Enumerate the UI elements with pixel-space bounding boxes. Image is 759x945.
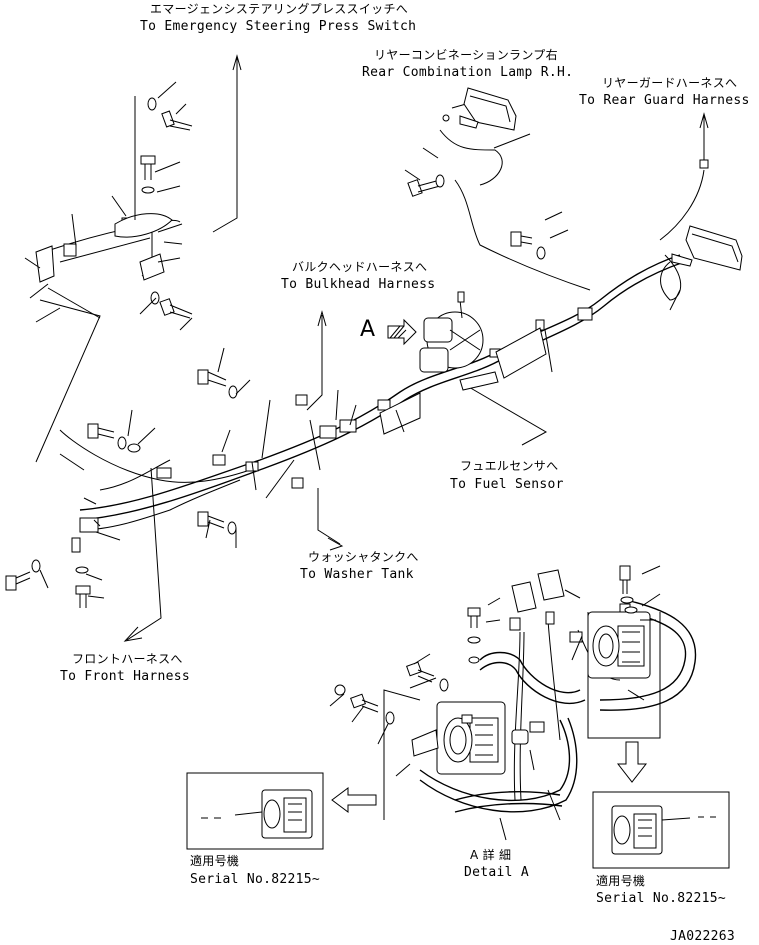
inset-left [186, 772, 324, 850]
fuel-sensor-label-en: To Fuel Sensor [450, 477, 564, 492]
rear-guard-label-en: To Rear Guard Harness [579, 93, 750, 108]
view-a-arrow [387, 318, 417, 346]
serial-left-label-en: Serial No.82215~ [190, 872, 321, 887]
bulkhead-label-en: To Bulkhead Harness [281, 277, 436, 292]
view-a-label: A [360, 317, 376, 342]
washer-tank-label-en: To Washer Tank [300, 567, 414, 582]
emergency-steering-label-en: To Emergency Steering Press Switch [140, 19, 417, 34]
inset-right [592, 791, 730, 869]
inset-arrow-right [616, 741, 648, 783]
detail-a-drawing [329, 565, 697, 841]
drawing-id: JA022263 [670, 929, 736, 944]
rear-lamp-rh-top [442, 87, 517, 131]
serial-left-label-jp: 適用号機 [190, 854, 240, 868]
rear-lamp-label-jp: リヤーコンビネーションランプ右 [374, 48, 558, 62]
detail-a-label-en: Detail A [464, 865, 530, 880]
steering-switch-bracket [114, 96, 173, 281]
front-harness-label-en: To Front Harness [60, 669, 191, 684]
rear-lamp-label-en: Rear Combination Lamp R.H. [362, 65, 574, 80]
rear-lamp-right [671, 225, 743, 271]
detail-a-label-jp: A 詳 細 [470, 848, 512, 862]
rear-guard-label-jp: リヤーガードハーネスへ [602, 76, 738, 90]
leader-lines [35, 54, 709, 642]
emergency-steering-label-jp: エマージェンシステアリングプレススイッチへ [150, 2, 409, 16]
inset-arrow-left [331, 787, 377, 813]
front-harness-label-jp: フロントハーネスへ [72, 652, 183, 666]
harness-tags [35, 245, 547, 435]
serial-right-label-en: Serial No.82215~ [596, 891, 727, 906]
view-a-assembly [419, 291, 484, 373]
bulkhead-label-jp: バルクヘッドハーネスへ [292, 260, 428, 274]
serial-right-label-jp: 適用号機 [596, 874, 646, 888]
washer-tank-label-jp: ウォッシャタンクへ [308, 550, 419, 564]
fuel-sensor-label-jp: フュエルセンサへ [460, 459, 559, 473]
part-leaders [24, 81, 681, 599]
fasteners-top [5, 97, 546, 608]
